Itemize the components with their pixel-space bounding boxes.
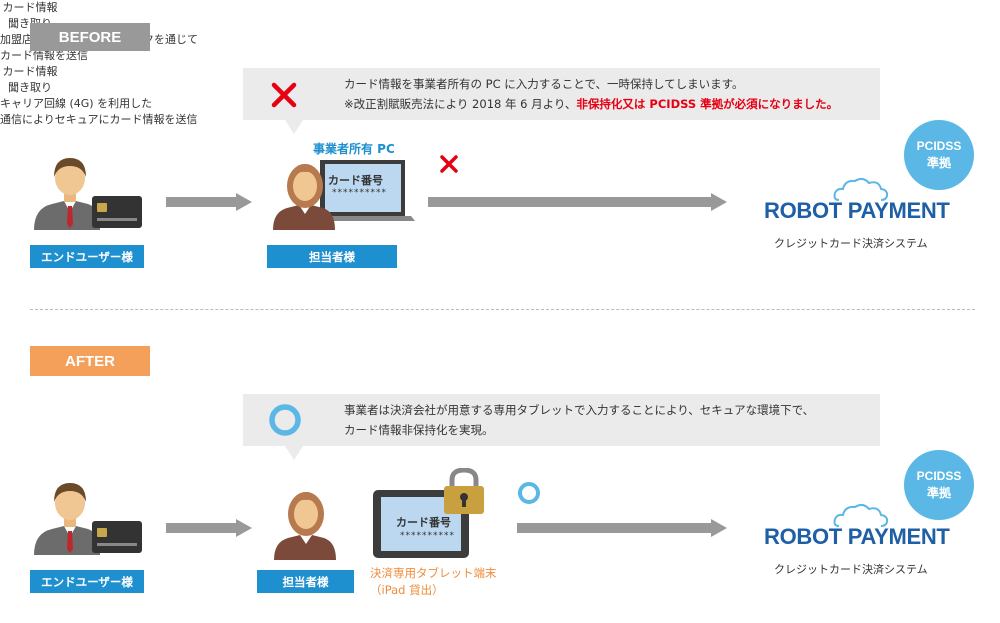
before-tag: BEFORE [30,23,150,51]
staff-pc-illustration [273,160,415,230]
staff-label: 担当者様 [267,245,397,268]
robot-payment-logo: ROBOT PAYMENT [764,198,950,223]
network-arrow [428,192,728,212]
tablet-illustration [373,468,484,558]
network-text: キャリア回線 (4G) を利用した通信によりセキュアにカード情報を送信 [0,97,198,126]
pc-caption: 事業者所有 PC [313,142,395,156]
staff-icon [274,492,336,560]
pc-screen-mask: ********** [332,188,387,198]
after-tag: AFTER [30,346,150,376]
pc-screen-title: カード番号 [328,174,383,187]
circle-icon [518,482,540,504]
listen-arrow [166,192,252,212]
cloud-icon [833,177,889,201]
circle-icon [269,404,301,436]
before-callout: カード情報を事業者所有の PC に入力することで、一時保持してしまいます。 ※改… [243,68,880,134]
tablet-screen-title: カード番号 [396,516,451,529]
listen-arrow [166,518,252,538]
before-callout-text: カード情報を事業者所有の PC に入力することで、一時保持してしまいます。 ※改… [344,77,839,111]
robot-payment-logo: ROBOT PAYMENT [764,524,950,549]
after-callout-text: 事業者は決済会社が用意する専用タブレットで入力することにより、セキュアな環境下で… [344,403,815,437]
tablet-screen-mask: ********** [400,531,455,541]
logo-subtitle: クレジットカード決済システム [774,237,928,250]
logo-subtitle: クレジットカード決済システム [774,563,928,576]
section-divider [30,309,975,310]
staff-label: 担当者様 [257,570,354,593]
network-text: 加盟店側保有するネットワークを通じてカード情報を送信 [0,33,198,62]
cloud-icon [833,503,889,527]
listen-text: カード情報聞き取り [2,65,58,94]
network-arrow [517,518,728,538]
after-callout: 事業者は決済会社が用意する専用タブレットで入力することにより、セキュアな環境下で… [243,394,880,460]
cross-icon [440,155,458,173]
tablet-caption: 決済専用タブレット端末（iPad 貸出） [370,566,497,597]
end-user-icon [34,483,142,555]
end-user-label: エンドユーザー様 [30,570,144,593]
end-user-icon [34,158,142,230]
end-user-label: エンドユーザー様 [30,245,144,268]
cross-icon [271,82,297,108]
